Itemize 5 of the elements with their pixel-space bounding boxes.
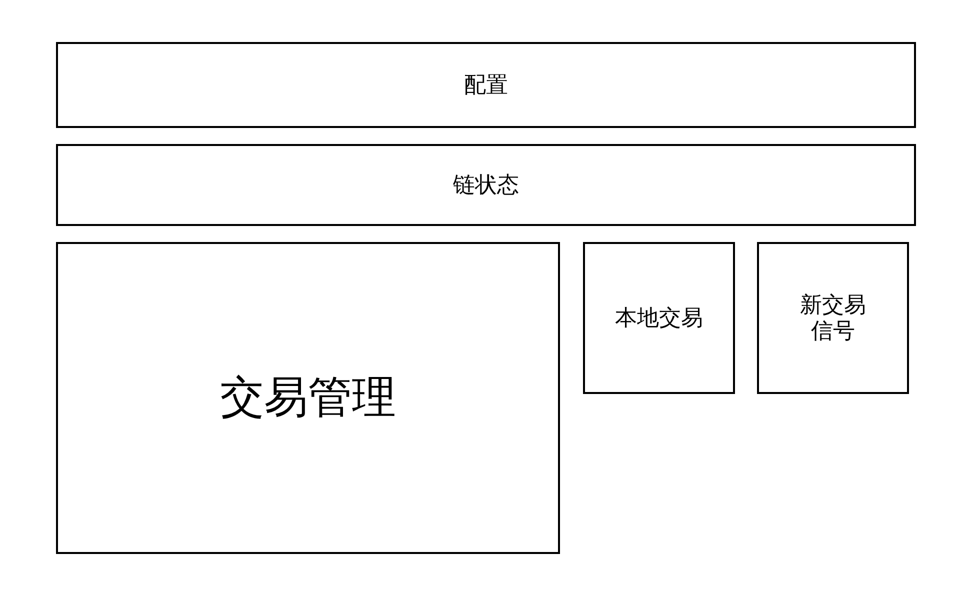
text-box: 本地交易 [583, 242, 735, 394]
text-box: 新交易信号 [757, 242, 909, 394]
text-box: 链状态 [56, 144, 916, 226]
text-box: 配置 [56, 42, 916, 128]
text-box: 交易管理 [56, 242, 560, 554]
